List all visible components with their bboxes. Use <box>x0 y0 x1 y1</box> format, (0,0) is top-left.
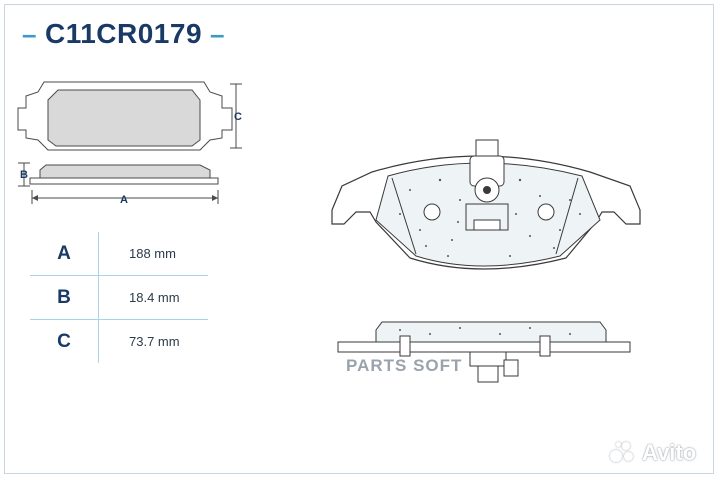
pad-friction-surface <box>47 89 201 147</box>
avito-dots-icon <box>610 442 636 464</box>
dimension-label-a: A <box>120 194 128 206</box>
title-dash-left: – <box>22 18 37 49</box>
part-number-title: – C11CR0179 – <box>22 18 225 50</box>
friction-speckles <box>399 178 581 257</box>
avito-wordmark: Avito <box>642 440 697 465</box>
spec-key: A <box>30 232 99 275</box>
spec-table: A 188 mm B 18.4 mm C 73.7 mm <box>30 232 208 363</box>
spec-key: C <box>30 320 99 363</box>
spec-key: B <box>30 276 99 319</box>
spec-row-a: A 188 mm <box>30 232 208 276</box>
dimension-label-c: C <box>234 111 242 123</box>
spec-row-b: B 18.4 mm <box>30 276 208 320</box>
title-dash-right: – <box>210 18 225 49</box>
dimension-label-b: B <box>20 169 28 181</box>
pad-friction-material <box>375 162 601 267</box>
part-number: C11CR0179 <box>44 18 203 49</box>
avito-logo: Avito <box>610 440 696 466</box>
page-frame <box>4 4 714 474</box>
pad-slot-right <box>537 203 555 221</box>
spec-value: 188 mm <box>129 246 176 261</box>
parts-soft-watermark: PARTS SOFT <box>346 356 463 375</box>
spec-row-c: C 73.7 mm <box>30 320 208 363</box>
spec-value: 73.7 mm <box>129 334 180 349</box>
dimension-diagram: C B A <box>17 81 242 206</box>
spec-value: 18.4 mm <box>129 290 180 305</box>
pad-slot-left <box>423 203 441 221</box>
pad-side-backing <box>337 341 631 353</box>
